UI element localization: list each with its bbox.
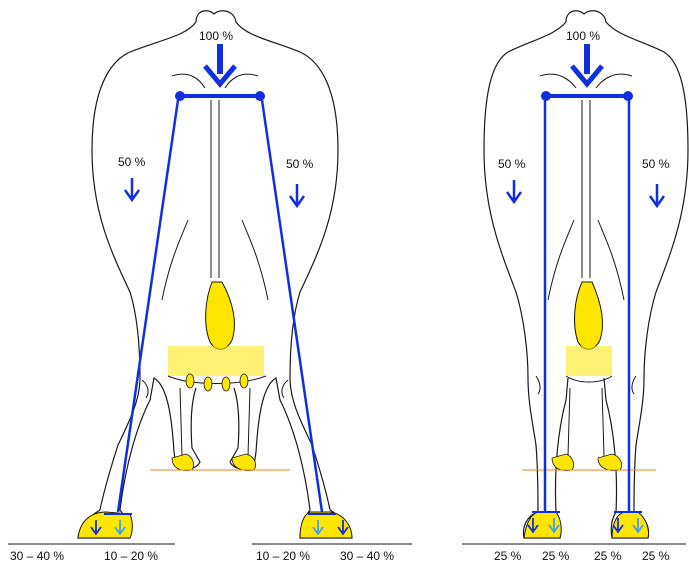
left-rear-hoof-left bbox=[78, 512, 132, 538]
right-front-hoof-right bbox=[598, 454, 622, 471]
right-side-right-label: 50 % bbox=[642, 157, 670, 171]
right-rear-hoof-left bbox=[524, 512, 561, 538]
left-top-load-label: 100 % bbox=[199, 29, 233, 43]
left-ground-label-2: 10 – 20 % bbox=[104, 549, 158, 563]
right-ground-label-4: 25 % bbox=[642, 549, 670, 563]
right-top-load-label: 100 % bbox=[566, 29, 600, 43]
left-rear-hoof-right bbox=[300, 512, 352, 538]
left-cow-diagram: 100 % 50 % 50 % 30 – 40 % 10 – 20 % 10 –… bbox=[8, 11, 412, 563]
left-ground-label-4: 30 – 40 % bbox=[340, 549, 394, 563]
left-ground-label-1: 30 – 40 % bbox=[10, 549, 64, 563]
right-ground-label-3: 25 % bbox=[594, 549, 622, 563]
right-cow-diagram: 100 % 50 % 50 % 25 % 25 % 25 % 25 % bbox=[462, 11, 688, 563]
right-side-left-label: 50 % bbox=[498, 157, 526, 171]
right-front-hoof-left bbox=[552, 454, 574, 471]
right-ground-label-1: 25 % bbox=[494, 549, 522, 563]
left-ground-label-3: 10 – 20 % bbox=[256, 549, 310, 563]
left-side-left-label: 50 % bbox=[118, 155, 146, 169]
right-udder bbox=[566, 282, 612, 382]
left-side-right-label: 50 % bbox=[286, 157, 314, 171]
right-ground-label-2: 25 % bbox=[542, 549, 570, 563]
left-udder bbox=[168, 282, 266, 391]
left-cow-outline bbox=[78, 11, 352, 538]
right-cow-outline bbox=[484, 11, 688, 538]
